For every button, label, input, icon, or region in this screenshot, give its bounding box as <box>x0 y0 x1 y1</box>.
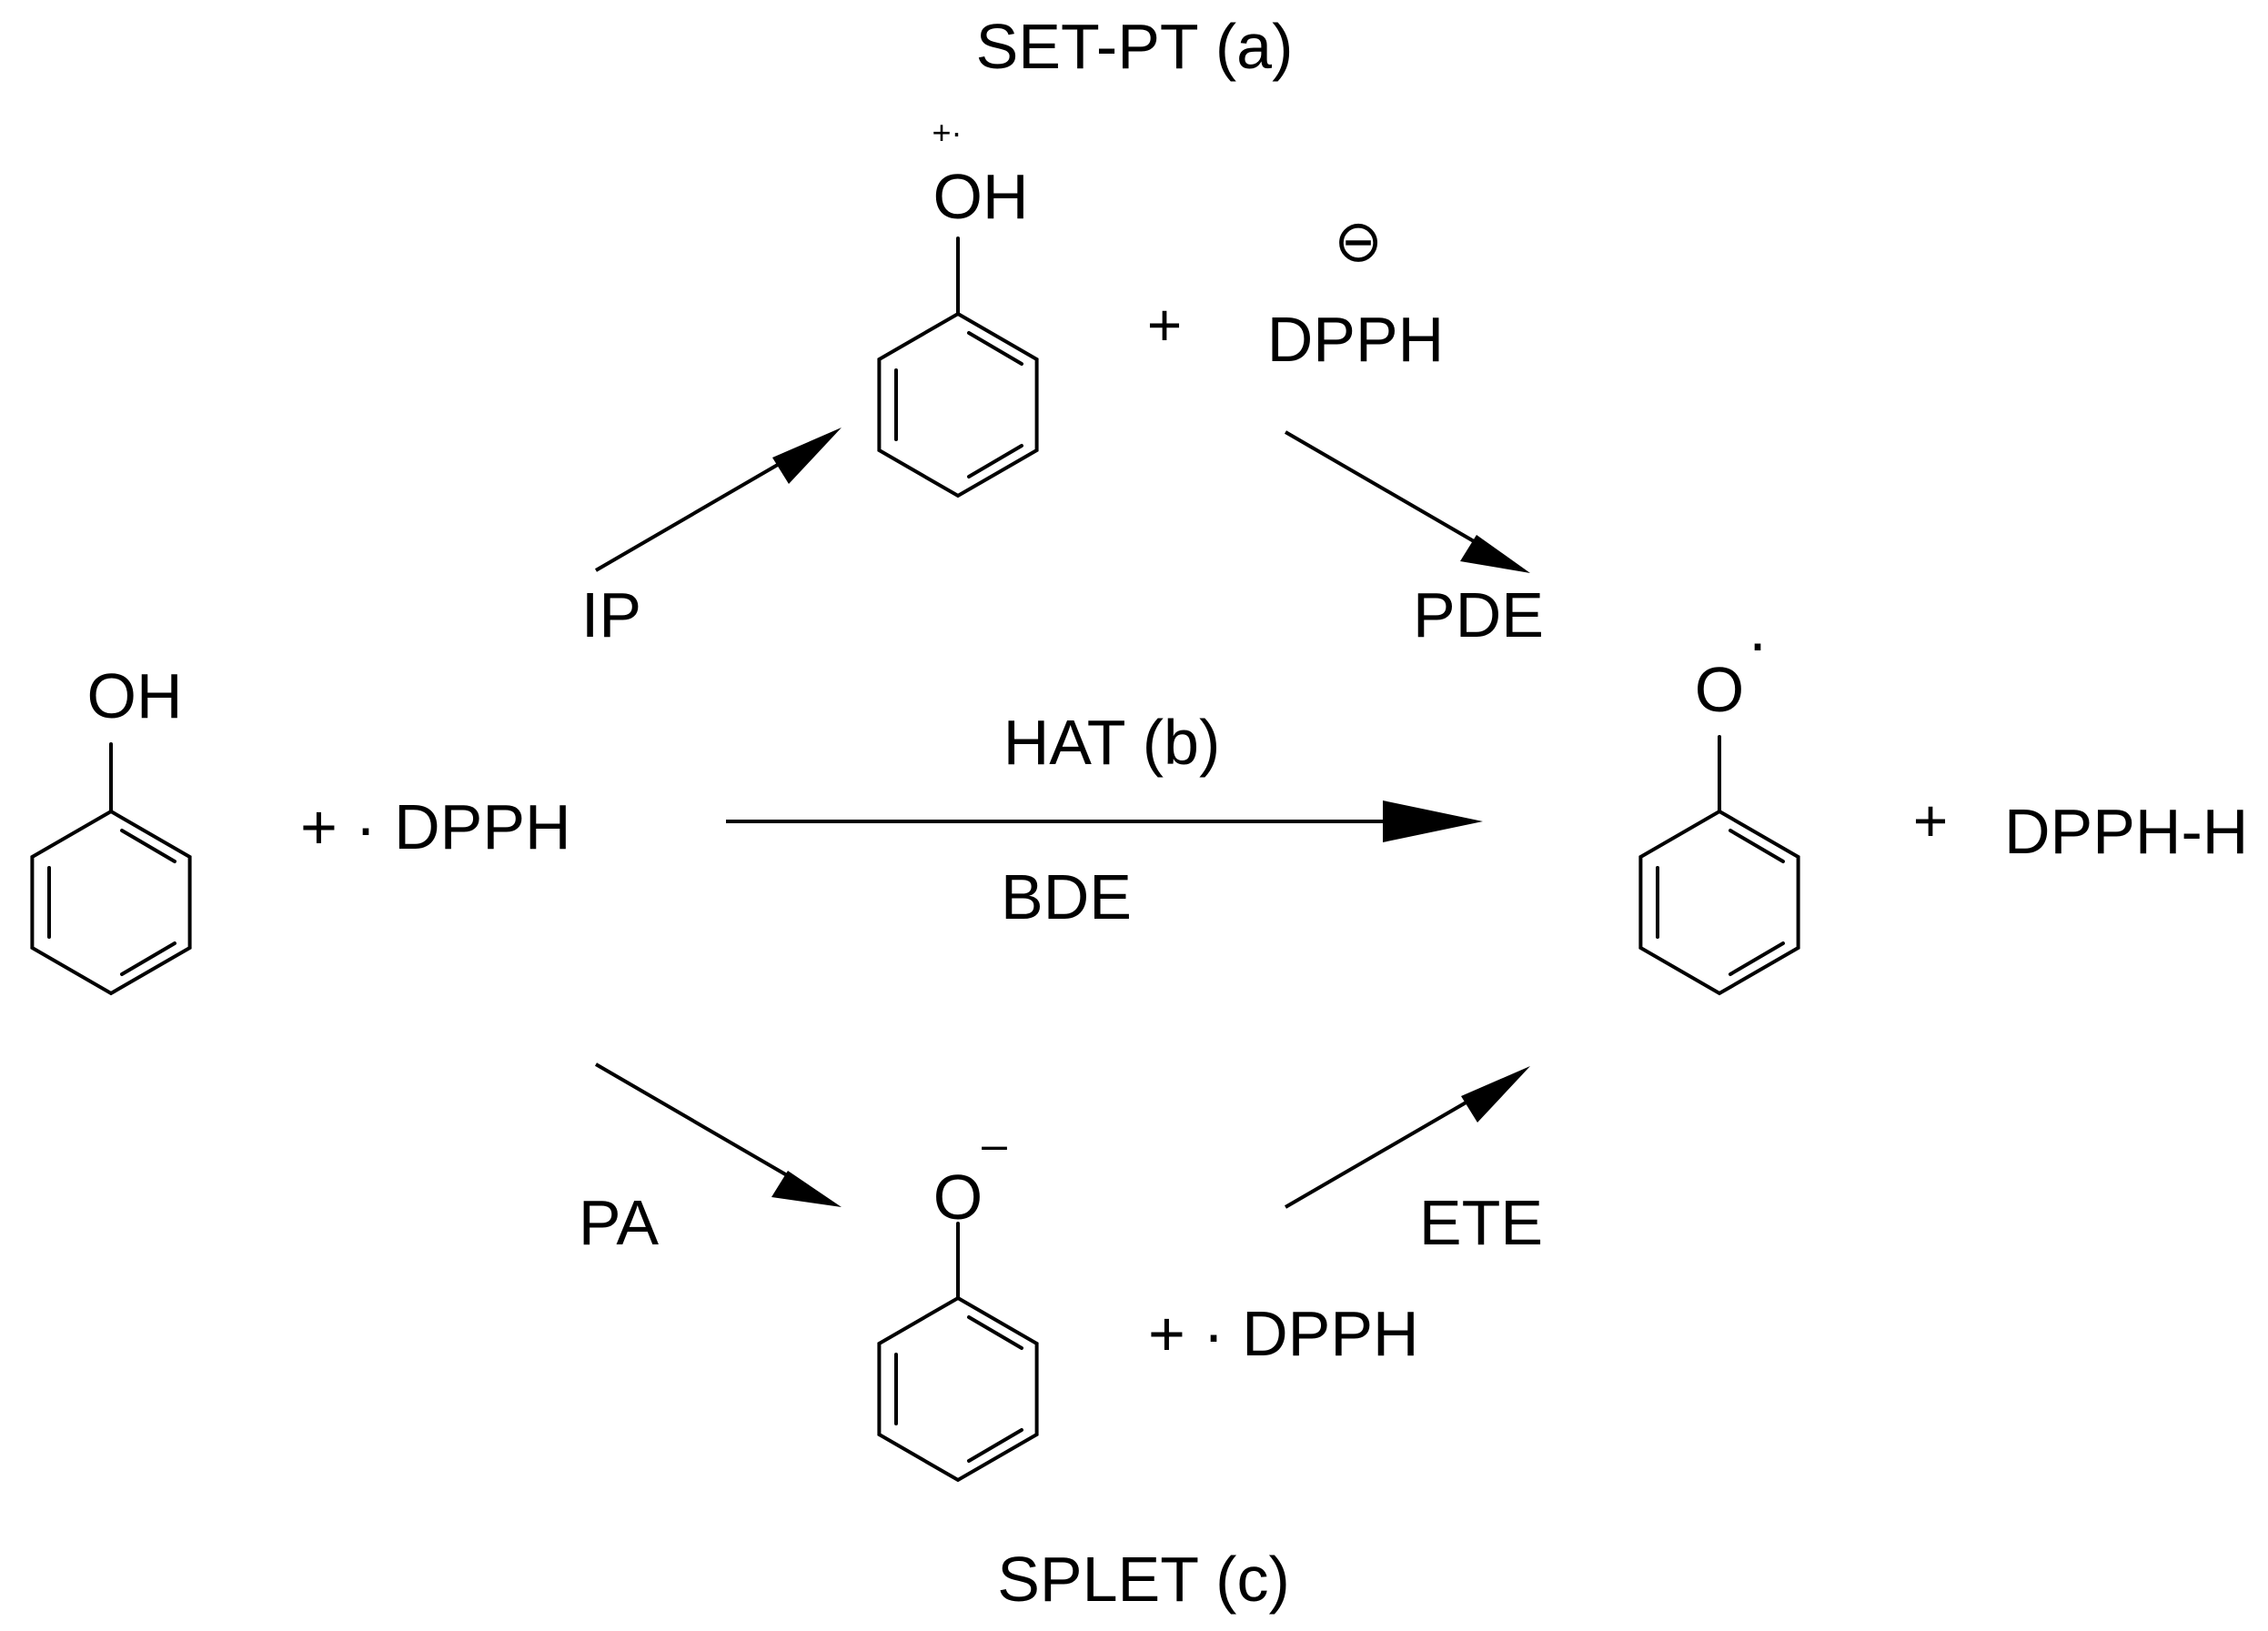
ete-label: ETE <box>1419 1187 1543 1258</box>
phenoxide-anion: O – <box>877 1119 1039 1482</box>
set-pt-title: SET-PT (a) <box>976 11 1294 82</box>
arrow-ip <box>594 428 842 572</box>
pa-label: PA <box>579 1187 659 1258</box>
plus-sign-top: + <box>1147 291 1183 358</box>
phenol-radical-cation: OH +· <box>877 114 1039 498</box>
splet-title: SPLET (c) <box>997 1544 1290 1615</box>
arrow-pde <box>1284 430 1530 573</box>
phenoxyl-radical: O · <box>1638 607 1800 995</box>
dpph-radical-bottom-label: + · DPPH <box>1148 1298 1419 1369</box>
arrow-pa <box>594 1062 842 1207</box>
dpph-h-label: DPPH-H <box>2004 796 2248 867</box>
dpph-anion-charge: ⊖ <box>1334 208 1383 274</box>
phenoxide-charge: – <box>982 1119 1007 1170</box>
arrow-hat <box>726 800 1483 842</box>
arrow-ete <box>1284 1066 1530 1209</box>
phenoxide-o-label: O <box>933 1162 983 1233</box>
dpph-radical-reactant-label: + · DPPH <box>300 791 571 862</box>
phenoxyl-o-label: O <box>1695 654 1744 725</box>
radical-cation-oh-label: OH <box>933 161 1029 232</box>
phenol-oh-label: OH <box>87 660 183 731</box>
phenoxyl-radical-dot: · <box>1747 607 1768 678</box>
dpph-anion-label: DPPH <box>1267 304 1444 375</box>
pde-label: PDE <box>1413 579 1544 650</box>
radical-cation-charge: +· <box>932 114 962 151</box>
bde-label: BDE <box>1001 861 1132 932</box>
hat-title: HAT (b) <box>1003 707 1221 778</box>
plus-sign-right: + <box>1913 787 1949 854</box>
ip-label: IP <box>581 579 641 650</box>
phenol-molecule: OH <box>30 660 192 995</box>
